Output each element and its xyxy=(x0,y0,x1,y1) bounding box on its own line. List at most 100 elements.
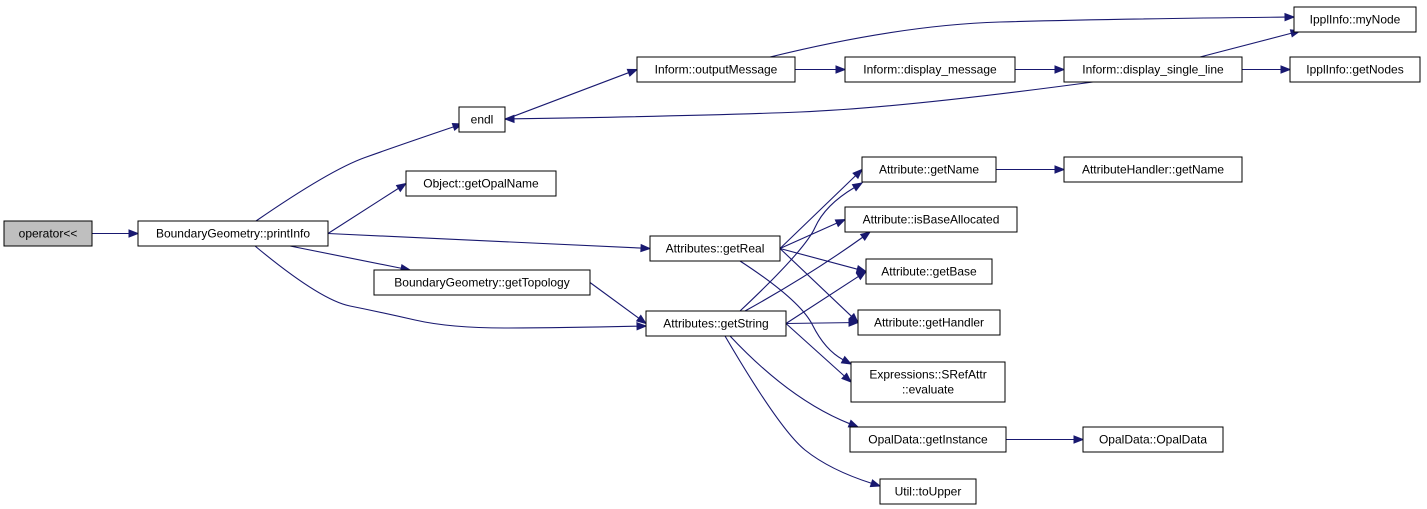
edge-line xyxy=(1199,32,1292,58)
arrowhead-icon xyxy=(834,218,847,228)
node-box[interactable] xyxy=(405,170,557,197)
node-opaldata_getInstance[interactable]: OpalData::getInstance xyxy=(849,426,1007,453)
arrowhead-icon xyxy=(835,65,847,74)
node-label: BoundaryGeometry::getTopology xyxy=(394,276,569,290)
node-label: Attributes::getReal xyxy=(666,242,765,256)
arrowhead-icon xyxy=(1054,65,1066,74)
nodes-layer: operator<< BoundaryGeometry::printInfo end… xyxy=(3,6,1421,505)
edge-line xyxy=(289,245,402,269)
node-box[interactable] xyxy=(1082,426,1224,453)
node-inform_display_message[interactable]: Inform::display_message xyxy=(844,56,1016,83)
node-box[interactable] xyxy=(3,220,93,247)
node-attribute_getName[interactable]: Attribute::getName xyxy=(861,156,997,183)
node-inform_display_single_line[interactable]: Inform::display_single_line xyxy=(1063,56,1243,83)
arrowhead-icon xyxy=(1280,65,1292,74)
node-attributehandler_getName[interactable]: AttributeHandler::getName xyxy=(1063,156,1243,183)
node-label: Attribute::getHandler xyxy=(874,316,984,330)
edge-inform_display_single_line-to-ipplinfo_myNode xyxy=(1199,29,1302,58)
node-label: OpalData::OpalData xyxy=(1099,433,1207,447)
node-box[interactable] xyxy=(1293,6,1417,33)
node-box[interactable] xyxy=(373,269,591,296)
node-label: IpplInfo::myNode xyxy=(1310,13,1401,27)
node-attribute_getHandler[interactable]: Attribute::getHandler xyxy=(857,309,1001,336)
edge-attributes_getReal-to-expressions_srefattr_evaluate xyxy=(739,260,853,365)
node-expressions_srefattr_evaluate[interactable]: Expressions::SRefAttr::evaluate xyxy=(850,361,1006,403)
node-label: ::evaluate xyxy=(902,383,954,397)
node-box[interactable] xyxy=(844,56,1016,83)
node-box[interactable] xyxy=(1063,56,1243,83)
arrowhead-icon xyxy=(395,182,408,193)
node-box[interactable] xyxy=(879,478,977,505)
edge-endl-to-inform_outputMessage xyxy=(504,68,639,121)
edge-line xyxy=(327,232,642,249)
node-bg_printInfo[interactable]: BoundaryGeometry::printInfo xyxy=(137,220,329,247)
node-box[interactable] xyxy=(849,426,1007,453)
node-operator_ll[interactable]: operator<< xyxy=(3,220,93,247)
node-box[interactable] xyxy=(645,310,787,337)
node-box[interactable] xyxy=(844,206,1018,233)
edge-line xyxy=(779,247,858,270)
node-box[interactable] xyxy=(1289,56,1421,83)
arrowhead-icon xyxy=(635,314,648,325)
node-label: Object::getOpalName xyxy=(423,177,539,191)
node-attribute_getBase[interactable]: Attribute::getBase xyxy=(865,258,993,285)
edge-line xyxy=(729,335,850,425)
edge-bg_getTopology-to-attributes_getString xyxy=(589,282,648,325)
arrowhead-icon xyxy=(848,318,860,327)
arrowhead-icon xyxy=(841,372,853,383)
node-ipplinfo_myNode[interactable]: IpplInfo::myNode xyxy=(1293,6,1417,33)
arrowhead-icon xyxy=(847,419,860,428)
node-box[interactable] xyxy=(458,106,506,133)
edge-line xyxy=(785,323,845,377)
edge-attributes_getString-to-attribute_getBase xyxy=(785,270,868,324)
edge-operator_ll-to-bg_printInfo xyxy=(92,229,140,238)
node-label: Inform::display_message xyxy=(863,63,997,77)
edge-attributes_getReal-to-attribute_getName xyxy=(779,168,863,249)
edge-attributes_getString-to-expressions_srefattr_evaluate xyxy=(785,323,853,383)
edge-line xyxy=(785,322,850,325)
node-attribute_isBaseAllocated[interactable]: Attribute::isBaseAllocated xyxy=(844,206,1018,233)
edge-line xyxy=(255,126,454,222)
node-box[interactable] xyxy=(649,235,781,262)
edge-inform_display_single_line-to-ipplinfo_getNodes xyxy=(1242,65,1292,74)
edge-line xyxy=(779,175,856,249)
edge-line xyxy=(769,16,1286,58)
edge-attributes_getString-to-opaldata_getInstance xyxy=(729,335,860,428)
node-label: operator<< xyxy=(19,227,78,241)
node-label: endl xyxy=(471,113,494,127)
node-util_toUpper[interactable]: Util::toUpper xyxy=(879,478,977,505)
edge-attributes_getString-to-attribute_getHandler xyxy=(785,318,860,327)
node-box[interactable] xyxy=(850,361,1006,403)
node-box[interactable] xyxy=(857,309,1001,336)
node-box[interactable] xyxy=(636,56,796,83)
edge-line xyxy=(254,245,638,329)
node-bg_getTopology[interactable]: BoundaryGeometry::getTopology xyxy=(373,269,591,296)
node-label: Inform::display_single_line xyxy=(1082,63,1224,77)
edge-line xyxy=(739,260,844,361)
node-box[interactable] xyxy=(861,156,997,183)
edge-opaldata_getInstance-to-opaldata_opaldata xyxy=(1006,435,1085,444)
arrowhead-icon xyxy=(840,355,853,365)
edge-inform_display_message-to-inform_display_single_line xyxy=(1015,65,1066,74)
node-label: Attribute::getBase xyxy=(881,265,977,279)
node-label: Attributes::getString xyxy=(663,317,768,331)
node-label: Expressions::SRefAttr xyxy=(869,368,986,382)
node-box[interactable] xyxy=(865,258,993,285)
node-object_getOpalName[interactable]: Object::getOpalName xyxy=(405,170,557,197)
edge-inform_outputMessage-to-ipplinfo_myNode xyxy=(769,12,1296,58)
node-box[interactable] xyxy=(1063,156,1243,183)
edges-layer xyxy=(92,12,1302,488)
node-endl[interactable]: endl xyxy=(458,106,506,133)
arrowhead-icon xyxy=(636,321,648,331)
arrowhead-icon xyxy=(851,182,864,192)
node-attributes_getString[interactable]: Attributes::getString xyxy=(645,310,787,337)
node-attributes_getReal[interactable]: Attributes::getReal xyxy=(649,235,781,262)
node-inform_outputMessage[interactable]: Inform::outputMessage xyxy=(636,56,796,83)
node-opaldata_opaldata[interactable]: OpalData::OpalData xyxy=(1082,426,1224,453)
node-label: Attribute::getName xyxy=(879,163,979,177)
arrowhead-icon xyxy=(869,479,882,488)
node-label: Attribute::isBaseAllocated xyxy=(863,213,1000,227)
node-ipplinfo_getNodes[interactable]: IpplInfo::getNodes xyxy=(1289,56,1421,83)
node-box[interactable] xyxy=(137,220,329,247)
